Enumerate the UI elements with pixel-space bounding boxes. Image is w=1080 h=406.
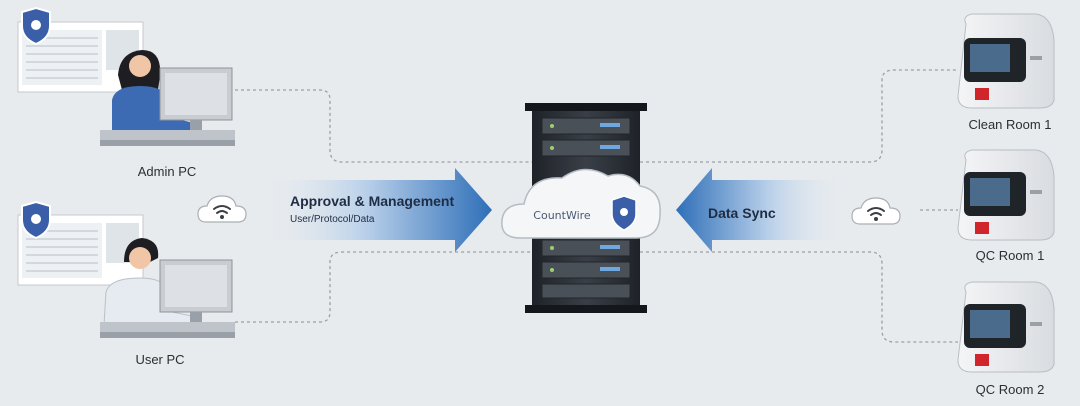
connector-lines — [235, 69, 958, 343]
approval-title: Approval & Management — [290, 193, 454, 209]
shield-icon — [611, 195, 637, 231]
qc-room-1-label: QC Room 1 — [976, 248, 1045, 263]
user-pc-node — [17, 200, 235, 338]
data-sync-arrow — [676, 168, 845, 252]
admin-pc-node — [17, 6, 235, 146]
clean-room-1-label: Clean Room 1 — [968, 117, 1051, 132]
countwire-brand: CountWire — [533, 209, 591, 222]
shield-icon — [21, 6, 51, 46]
approval-subtitle: User/Protocol/Data — [290, 214, 375, 225]
server-rack-icon — [501, 103, 661, 313]
shield-icon — [21, 200, 51, 240]
analyzer-device-icon — [957, 281, 1055, 373]
person-icon — [103, 238, 193, 326]
data-sync-title: Data Sync — [708, 205, 776, 221]
analyzer-device-icon — [957, 149, 1055, 241]
admin-pc-label: Admin PC — [138, 164, 197, 179]
wifi-cloud-icon — [197, 195, 247, 223]
qc-room-2-label: QC Room 2 — [976, 382, 1045, 397]
wifi-cloud-icon — [851, 197, 901, 225]
analyzer-device-icon — [957, 13, 1055, 109]
approval-arrow — [262, 168, 492, 252]
monitor-icon — [159, 67, 233, 130]
user-pc-label: User PC — [135, 352, 184, 367]
monitor-icon — [159, 259, 233, 322]
